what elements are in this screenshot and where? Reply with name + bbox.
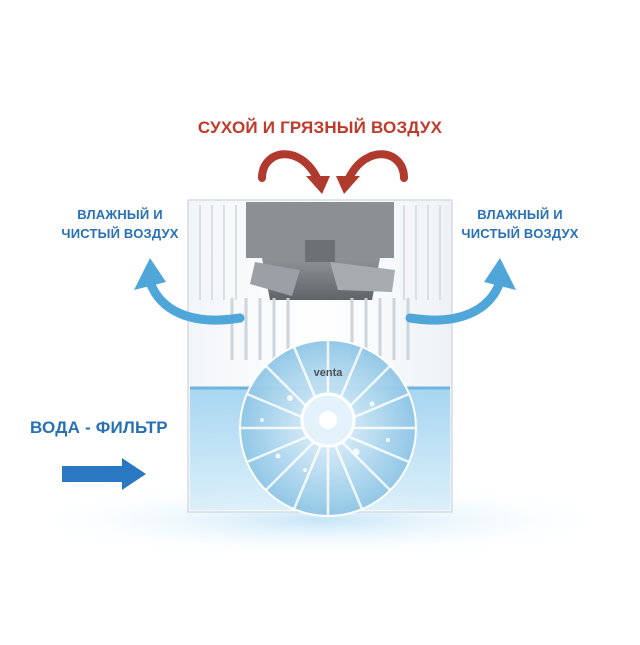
dry-air-arrowhead-right — [336, 176, 360, 194]
dry-air-arrowhead-left — [306, 176, 330, 194]
brand-logo: venta — [314, 367, 344, 379]
water-filter-arrow — [62, 458, 146, 490]
moist-label-right-line-1: ВЛАЖНЫЙ И — [477, 207, 563, 222]
water-filter-label: ВОДА - ФИЛЬТР — [30, 418, 168, 437]
moist-air-arrow-right — [405, 277, 505, 325]
dry-air-arrow-right — [344, 150, 408, 184]
moist-air-arrows — [134, 258, 516, 325]
moist-label-right-line-2: ЧИСТЫЙ ВОЗДУХ — [461, 226, 579, 241]
moist-label-left-line-2: ЧИСТЫЙ ВОЗДУХ — [61, 226, 179, 241]
water-filter-arrowhead — [122, 458, 146, 490]
top-grille — [199, 205, 441, 300]
filter-disc — [239, 339, 417, 517]
floor-glow — [20, 482, 620, 558]
fan-assembly — [246, 202, 395, 300]
dry-air-arrow-left — [258, 150, 322, 184]
dry-dirty-air-label: СУХОЙ И ГРЯЗНЫЙ ВОЗДУХ — [197, 118, 443, 137]
water-bubbles — [260, 395, 390, 472]
humidifier-body: venta — [187, 199, 453, 517]
dry-air-arrows — [258, 150, 408, 194]
moist-clean-air-label-left: ВЛАЖНЫЙ И ЧИСТЫЙ ВОЗДУХ — [50, 205, 190, 243]
moist-air-arrowhead-left — [134, 258, 166, 290]
moist-air-arrow-left — [145, 277, 245, 325]
moist-clean-air-label-right: ВЛАЖНЫЙ И ЧИСТЫЙ ВОЗДУХ — [450, 205, 590, 243]
moist-air-arrowhead-right — [484, 258, 516, 290]
moist-label-left-line-1: ВЛАЖНЫЙ И — [77, 207, 163, 222]
